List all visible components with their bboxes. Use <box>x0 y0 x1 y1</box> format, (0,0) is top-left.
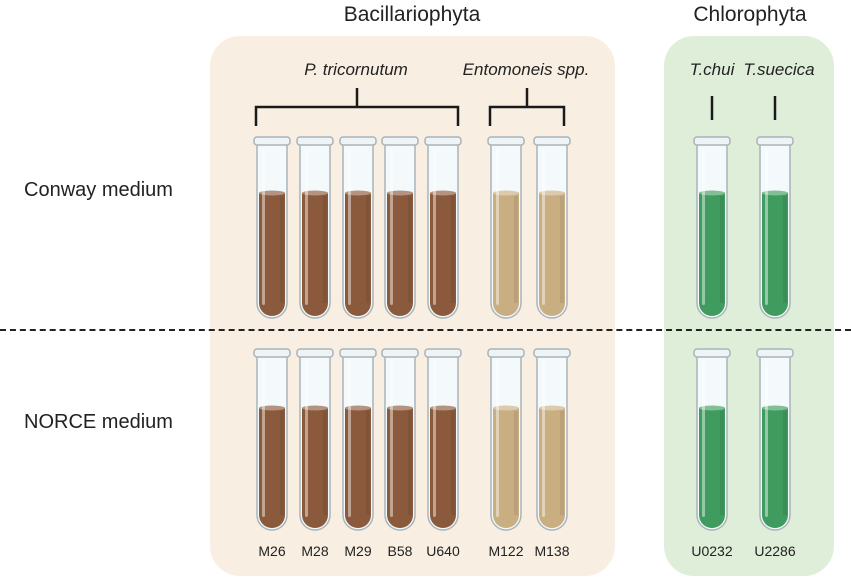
test-tube-m138-conway <box>533 136 571 319</box>
strain-code-u2286: U2286 <box>754 543 796 559</box>
test-tube-u0232-norce <box>693 348 731 531</box>
test-tube-m28-norce <box>296 348 334 531</box>
strain-code-m122: M122 <box>488 543 524 559</box>
test-tube-m29-norce <box>339 348 377 531</box>
test-tube-u2286-conway <box>756 136 794 319</box>
species-label-p-tricornutum: P. tricornutum <box>304 60 408 79</box>
bacillariophyta-title: Bacillariophyta <box>343 3 481 26</box>
chlorophyta-panel <box>664 36 834 576</box>
test-tube-m138-norce <box>533 348 571 531</box>
test-tube-b58-norce <box>381 348 419 531</box>
test-tube-u2286-norce <box>756 348 794 531</box>
species-label-t-suecica: T.suecica <box>743 60 815 79</box>
test-tube-u640-conway <box>424 136 462 319</box>
chlorophyta-title: Chlorophyta <box>693 3 807 26</box>
strain-code-m26: M26 <box>258 543 286 559</box>
medium-divider <box>0 329 851 331</box>
row-label-conway: Conway medium <box>24 179 173 201</box>
strain-code-b58: B58 <box>387 543 413 559</box>
test-tube-m28-conway <box>296 136 334 319</box>
species-label-t-chui: T.chui <box>689 60 735 79</box>
strain-code-m29: M29 <box>344 543 372 559</box>
test-tube-b58-conway <box>381 136 419 319</box>
test-tube-m122-norce <box>487 348 525 531</box>
test-tube-m26-conway <box>253 136 291 319</box>
species-label-entomoneis: Entomoneis spp. <box>462 60 590 79</box>
test-tube-m26-norce <box>253 348 291 531</box>
strain-code-u640: U640 <box>426 543 460 559</box>
bracket-p-tricornutum <box>254 88 460 126</box>
strain-code-m28: M28 <box>301 543 329 559</box>
test-tube-u0232-conway <box>693 136 731 319</box>
test-tube-m29-conway <box>339 136 377 319</box>
test-tube-u640-norce <box>424 348 462 531</box>
strain-code-m138: M138 <box>534 543 570 559</box>
test-tube-m122-conway <box>487 136 525 319</box>
bracket-entomoneis <box>488 88 566 126</box>
strain-code-u0232: U0232 <box>691 543 733 559</box>
row-label-norce: NORCE medium <box>24 411 173 433</box>
